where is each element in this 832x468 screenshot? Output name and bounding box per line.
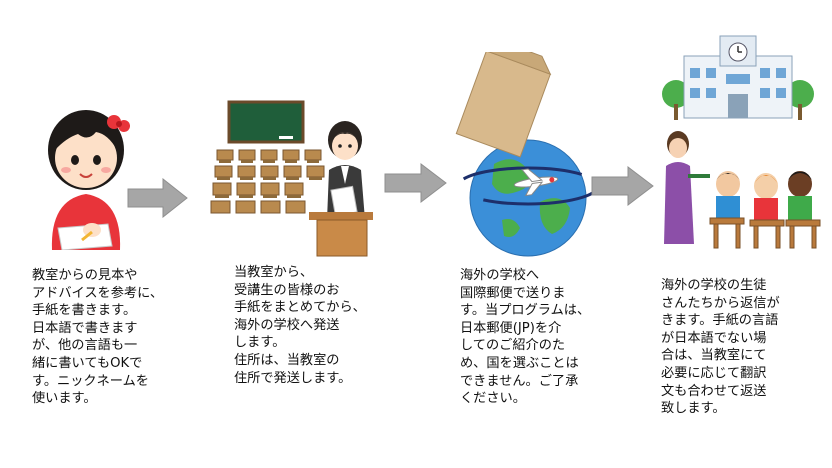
step-2-description: 当教室から、 受講生の皆様のお 手紙をまとめてから、 海外の学校へ発送 します。…	[234, 265, 366, 386]
step-1-description: 教室からの見本や アドバイスを参考に、 手紙を書きます。 日本語で書きます が、…	[32, 268, 164, 407]
arrow-right-icon	[384, 163, 447, 203]
girl-writing-letter-icon	[48, 110, 130, 250]
step-4-description: 海外の学校の生徒 さんたちから返信が きます。手紙の言語 が日本語でない場 合は…	[661, 278, 780, 417]
step-3-description: 海外の学校へ 国際郵便で送りま す。当プログラムは、 日本郵便(JP)を介 して…	[460, 268, 591, 407]
school-students-icon	[662, 35, 821, 249]
arrow-right-icon	[591, 166, 654, 206]
envelope-globe-plane-icon	[455, 52, 600, 257]
arrow-right-icon	[127, 178, 188, 218]
teacher-classroom-icon	[210, 100, 373, 257]
